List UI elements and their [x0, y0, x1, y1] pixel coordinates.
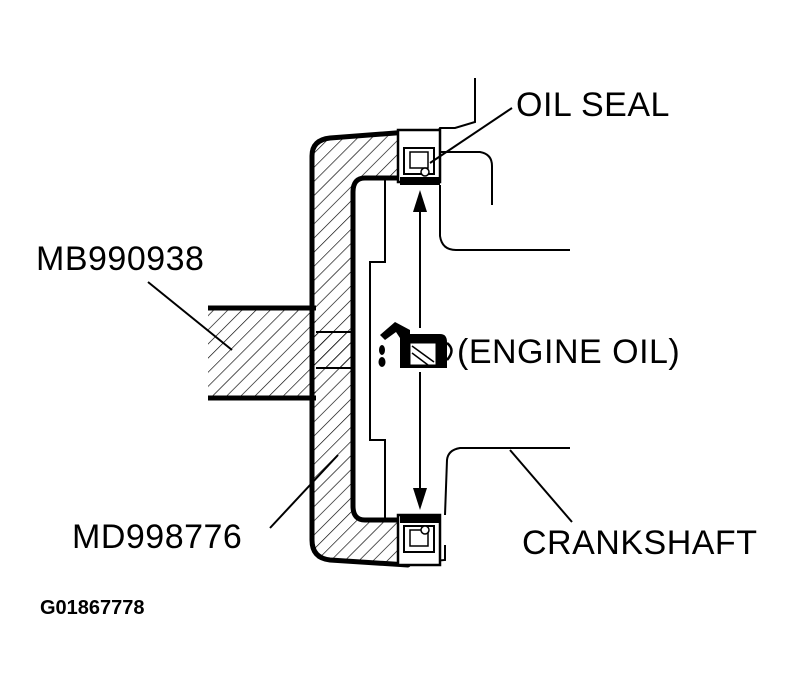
leader-oil-seal [429, 107, 513, 164]
crankshaft-lower-edge [444, 447, 570, 516]
engine-housing-upper [428, 78, 493, 205]
figure-code: G01867778 [40, 597, 145, 619]
leader-mb990938 [147, 281, 233, 351]
label-oil-seal: OIL SEAL [516, 86, 670, 124]
label-crankshaft: CRANKSHAFT [522, 524, 758, 562]
oil-seal-upper [396, 128, 442, 185]
crankshaft-upper-edge [439, 185, 570, 251]
label-mb990938: MB990938 [36, 240, 205, 278]
double-arrow-icon [413, 190, 427, 510]
label-engine-oil: (ENGINE OIL) [457, 333, 681, 371]
tool-inner-step [369, 178, 386, 520]
oil-seal-lower [396, 513, 442, 567]
leader-md998776 [269, 454, 339, 529]
label-md998776: MD998776 [72, 518, 243, 556]
handle-tool-bar [208, 308, 353, 398]
oil-can-icon [378, 322, 453, 368]
leader-crankshaft [509, 449, 573, 523]
